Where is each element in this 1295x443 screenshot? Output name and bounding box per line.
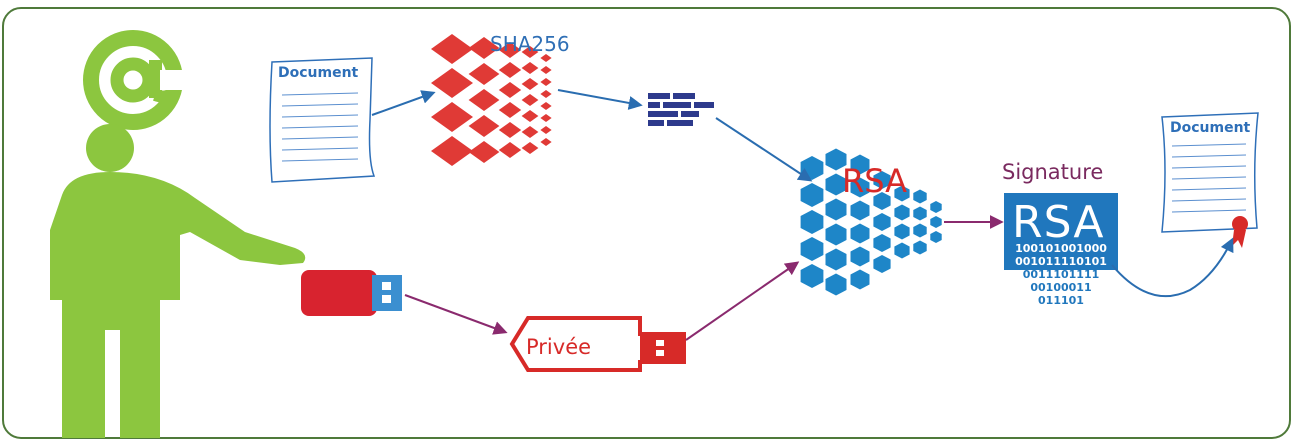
rsa-hexagon (873, 171, 891, 189)
rsa-hexagon (930, 216, 942, 228)
signature-bits: 100101001000 001011110101 0011101111 001… (1004, 242, 1118, 307)
rsa-hexagon (873, 234, 891, 252)
hash-diamond (498, 142, 522, 158)
rsa-hexagon (930, 201, 942, 213)
hash-funnel-icon (431, 34, 552, 166)
arrow-doc-to-sha (371, 90, 436, 116)
hash-algorithm-label: SHA256 (490, 32, 570, 56)
hash-diamond (431, 68, 473, 98)
signed-document-icon (1161, 112, 1259, 233)
rsa-hexagon (913, 189, 927, 204)
hash-diamond (521, 62, 539, 74)
hash-output-icon (648, 93, 714, 126)
hash-diamond (431, 34, 473, 64)
rsa-hexagon (825, 248, 847, 271)
hash-diamond (540, 78, 552, 86)
hash-diamond (431, 136, 473, 166)
rsa-label: RSA (842, 162, 908, 200)
flow-arrows (371, 89, 1234, 341)
hash-diamond (468, 89, 500, 111)
hash-diamond (540, 66, 552, 74)
hash-diamond (540, 138, 552, 146)
hash-diamond (468, 63, 500, 85)
hash-diamond (521, 78, 539, 90)
hash-diamond (540, 90, 552, 98)
bits-line-1: 100101001000 (1015, 242, 1107, 255)
rsa-hexagon (873, 213, 891, 231)
arrow-signature-to-document (1111, 237, 1234, 298)
private-key-label: Privée (526, 335, 592, 359)
signature-box (1004, 193, 1118, 270)
rsa-hexagon (894, 185, 910, 202)
hash-diamond (540, 54, 552, 62)
rsa-hexagon (825, 148, 847, 171)
signature-rsa-text: RSA (1012, 197, 1105, 248)
bits-line-5: 011101 (1038, 294, 1084, 307)
rsa-hexagon (873, 255, 891, 273)
hash-diamond (521, 126, 539, 138)
document-icon (269, 57, 376, 183)
rsa-hexagon (850, 177, 870, 198)
bits-line-2: 001011110101 (1015, 255, 1107, 268)
rsa-hexagon (930, 231, 942, 243)
bits-line-4: 00100011 (1030, 281, 1092, 294)
rsa-hexagon (825, 173, 847, 196)
rsa-funnel-icon (800, 148, 942, 296)
hash-diamond (498, 122, 522, 138)
arrow-key-to-rsa (685, 261, 800, 341)
hash-diamond (498, 102, 522, 118)
rsa-hexagon (825, 223, 847, 246)
rsa-hexagon (894, 223, 910, 240)
hash-diamond (468, 141, 500, 163)
rsa-hexagon (850, 246, 870, 267)
hash-diamond (498, 42, 522, 58)
document-title-right: Document (1170, 120, 1251, 136)
arrow-hash-to-rsa (715, 117, 813, 182)
rsa-hexagon (800, 210, 824, 234)
hash-diamond (521, 94, 539, 106)
rsa-hexagon (873, 192, 891, 210)
hash-diamond (521, 110, 539, 122)
bits-line-3: 0011101111 (1022, 268, 1100, 281)
rsa-hexagon (913, 223, 927, 238)
rsa-hexagon (913, 206, 927, 221)
rsa-hexagon (894, 204, 910, 221)
rsa-hexagon (913, 240, 927, 255)
rsa-hexagon (800, 237, 824, 261)
hash-diamond (498, 62, 522, 78)
person-icon (50, 124, 306, 438)
rsa-hexagon (850, 200, 870, 221)
rsa-hexagon (850, 269, 870, 290)
hash-diamond (540, 126, 552, 134)
rsa-hexagon (850, 154, 870, 175)
at-sign-icon (83, 30, 186, 130)
arrow-usb-to-key (404, 294, 508, 335)
rsa-hexagon (825, 273, 847, 296)
signature-label: Signature (1002, 160, 1104, 184)
private-key-icon (509, 316, 686, 372)
rsa-hexagon (800, 264, 824, 288)
hash-diamond (540, 102, 552, 110)
hash-diamond (521, 142, 539, 154)
hash-diamond (498, 82, 522, 98)
document-title-left: Document (278, 65, 359, 81)
usb-key-icon (301, 270, 402, 316)
hash-diamond (468, 115, 500, 137)
hash-diamond (431, 102, 473, 132)
hash-diamond (540, 114, 552, 122)
hash-diamond (521, 46, 539, 58)
rsa-hexagon (800, 183, 824, 207)
arrow-sha-to-hash (557, 89, 643, 110)
rsa-hexagon (850, 223, 870, 244)
rsa-hexagon (894, 242, 910, 259)
seal-icon (1232, 216, 1248, 248)
rsa-hexagon (825, 198, 847, 221)
hash-diamond (468, 37, 500, 59)
